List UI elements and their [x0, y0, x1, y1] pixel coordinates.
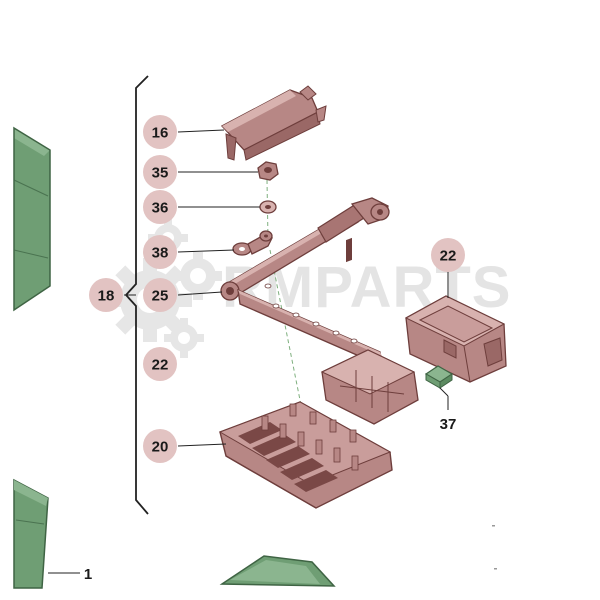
- callout-16-label: 16: [152, 125, 169, 142]
- callout-37-label: 37: [440, 416, 457, 433]
- vehicle-frame-bottom-center: [219, 555, 336, 587]
- fuse-part-37: [424, 365, 454, 389]
- callout-35: 35: [143, 155, 177, 189]
- vehicle-frame-left: [13, 126, 51, 312]
- callout-1: 1: [84, 566, 92, 583]
- callout-35-label: 35: [152, 165, 169, 182]
- callout-38: 38: [143, 235, 177, 269]
- cover-part-16: [220, 85, 327, 161]
- callout-20: 20: [143, 429, 177, 463]
- callout-20-label: 20: [152, 439, 169, 456]
- washer-part-36: [259, 200, 277, 214]
- callout-37: 37: [440, 416, 457, 433]
- nut-part-35: [257, 161, 279, 181]
- vehicle-frame-bottom-left: [13, 478, 49, 589]
- callout-22-left: 22: [143, 347, 177, 381]
- callout-22-right-label: 22: [440, 248, 457, 265]
- stray-marks: [492, 525, 497, 570]
- watermark-gear-mid: [174, 252, 222, 300]
- callout-16: 16: [143, 115, 177, 149]
- callout-36: 36: [143, 190, 177, 224]
- leader-lines: [48, 129, 449, 574]
- callout-25: 25: [143, 278, 177, 312]
- callout-18-label: 18: [98, 288, 115, 305]
- watermark-gear-small-bottom: [164, 318, 204, 358]
- callout-22-right: 22: [431, 238, 465, 272]
- fuse-box-cover-part-22: [404, 295, 507, 383]
- callout-25-label: 25: [152, 288, 169, 305]
- ring-terminal-part-38: [232, 230, 273, 256]
- fuse-carrier-part-20: [218, 401, 393, 509]
- callout-1-label: 1: [84, 566, 92, 583]
- cable-busbar-part-25: [220, 197, 419, 425]
- callout-36-label: 36: [152, 200, 169, 217]
- callout-38-label: 38: [152, 245, 169, 262]
- callout-18: 18: [89, 278, 123, 312]
- callout-22-left-label: 22: [152, 357, 169, 374]
